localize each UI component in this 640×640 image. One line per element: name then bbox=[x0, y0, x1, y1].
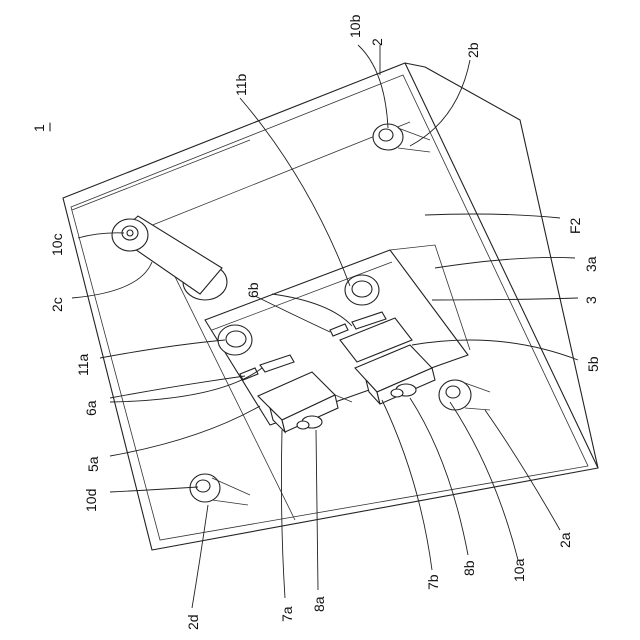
housing-block bbox=[63, 63, 598, 550]
label-7b: 7b bbox=[425, 574, 441, 590]
label-8b: 8b bbox=[461, 560, 477, 576]
label-11a: 11a bbox=[75, 353, 91, 376]
connector-5b bbox=[330, 312, 435, 404]
reference-labels: 2 10b 2b 11b 10c 2c F2 3a 3 6b 11a 5b 6a… bbox=[49, 14, 601, 630]
label-8a: 8a bbox=[311, 596, 327, 612]
label-3: 3 bbox=[583, 296, 599, 304]
label-6b: 6b bbox=[245, 282, 261, 298]
label-5a: 5a bbox=[85, 456, 101, 472]
label-11b: 11b bbox=[233, 73, 249, 96]
label-10d: 10d bbox=[83, 489, 99, 512]
label-3a: 3a bbox=[583, 256, 599, 272]
bolt-10b bbox=[373, 124, 430, 152]
inner-cavity bbox=[150, 122, 470, 520]
label-2c: 2c bbox=[49, 297, 65, 312]
bolt-10d bbox=[190, 474, 250, 505]
figure-number: 1 bbox=[31, 124, 47, 132]
label-10c: 10c bbox=[49, 233, 65, 256]
label-2b: 2b bbox=[465, 42, 481, 58]
connector-5a bbox=[240, 355, 352, 432]
label-6a: 6a bbox=[83, 400, 99, 416]
label-2a: 2a bbox=[557, 532, 573, 548]
figure-number-group: 1 bbox=[31, 123, 50, 132]
label-10a: 10a bbox=[511, 558, 527, 582]
label-2d: 2d bbox=[185, 614, 201, 630]
label-F2: F2 bbox=[567, 217, 583, 234]
pillar-2c bbox=[112, 216, 227, 300]
bolt-10a bbox=[439, 380, 490, 410]
pin-11b bbox=[345, 275, 379, 305]
leader-lines bbox=[72, 45, 578, 608]
label-5b: 5b bbox=[585, 356, 601, 372]
label-7a: 7a bbox=[279, 606, 295, 622]
label-10b: 10b bbox=[347, 14, 363, 38]
label-2: 2 bbox=[369, 38, 385, 46]
